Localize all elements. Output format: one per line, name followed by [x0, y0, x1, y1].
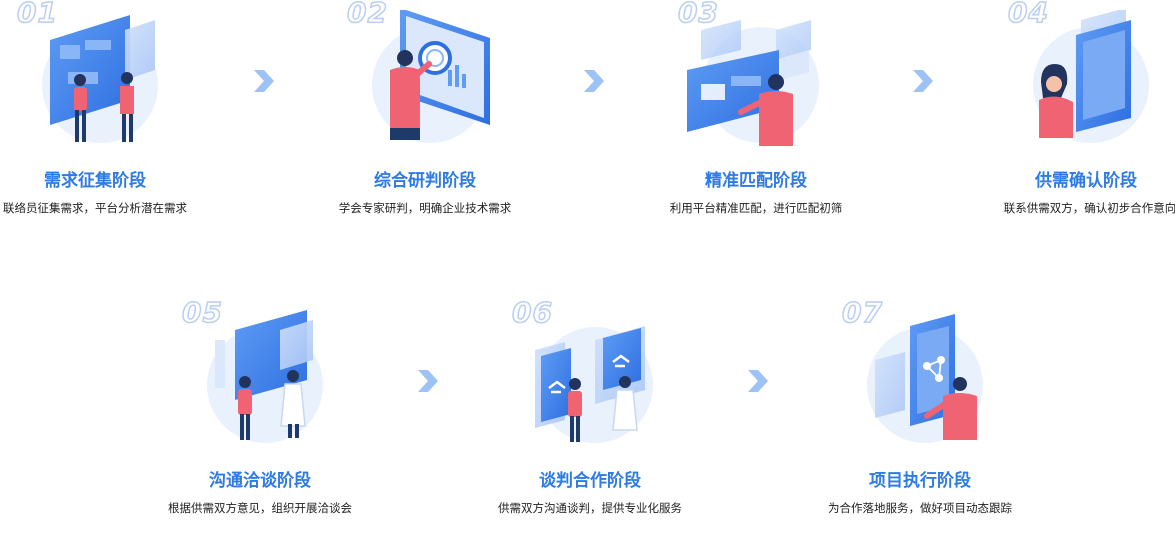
chevron-right-icon [584, 70, 604, 92]
stage-number: 07 [841, 295, 883, 330]
stage-title: 精准匹配阶段 [705, 171, 807, 191]
stage-title: 需求征集阶段 [44, 171, 146, 191]
stage-01: 01 需求征集阶段 联络员征集需求，平台分析潜在需求 [0, 0, 225, 240]
stage-number: 04 [1007, 0, 1049, 30]
stage-description: 供需双方沟通谈判，提供专业化服务 [498, 501, 682, 515]
stage-description: 根据供需双方意见，组织开展洽谈会 [168, 501, 352, 515]
stage-02: 02 综合研判阶段 学会专家研判，明确企业技术需求 [295, 0, 555, 240]
stage-title: 项目执行阶段 [869, 471, 971, 491]
chevron-right-icon [254, 70, 274, 92]
magnifier-analysis-illustration-icon [372, 10, 490, 143]
chevron-right-icon [418, 370, 438, 392]
stage-title: 综合研判阶段 [374, 171, 476, 191]
stage-number: 03 [677, 0, 719, 30]
stage-description: 联络员征集需求，平台分析潜在需求 [3, 201, 187, 215]
stage-number: 05 [181, 295, 223, 330]
stage-description: 学会专家研判，明确企业技术需求 [338, 201, 512, 215]
matching-screen-illustration-icon [687, 20, 819, 146]
project-network-illustration-icon [867, 314, 983, 443]
stage-04: 04 供需确认阶段 联系供需双方，确认初步合作意向 [956, 0, 1175, 240]
stage-number: 01 [16, 0, 58, 30]
stage-03: 03 精准匹配阶段 利用平台精准匹配，进行匹配初筛 [626, 0, 886, 240]
stage-number: 02 [346, 0, 388, 30]
stage-title: 谈判合作阶段 [539, 471, 641, 491]
stage-description: 为合作落地服务，做好项目动态跟踪 [828, 501, 1012, 515]
stage-07: 07 项目执行阶段 为合作落地服务，做好项目动态跟踪 [790, 295, 1050, 540]
stage-title: 沟通洽谈阶段 [209, 471, 311, 491]
stage-05: 05 沟通洽谈阶段 根据供需双方意见，组织开展洽谈会 [130, 295, 390, 540]
stage-description: 利用平台精准匹配，进行匹配初筛 [669, 201, 843, 215]
negotiation-illustration-icon [207, 310, 323, 443]
handshake-cooperation-illustration-icon [535, 326, 653, 443]
meeting-illustration-icon [42, 15, 158, 143]
stage-number: 06 [511, 295, 553, 330]
stage-title: 供需确认阶段 [1035, 171, 1137, 191]
stage-06: 06 谈判合作阶段 供需双方沟通谈判，提供专业化服务 [460, 295, 720, 540]
stage-description: 联系供需双方，确认初步合作意向 [1003, 201, 1175, 215]
chevron-right-icon [913, 70, 933, 92]
confirm-document-illustration-icon [1033, 10, 1149, 143]
chevron-right-icon [748, 370, 768, 392]
